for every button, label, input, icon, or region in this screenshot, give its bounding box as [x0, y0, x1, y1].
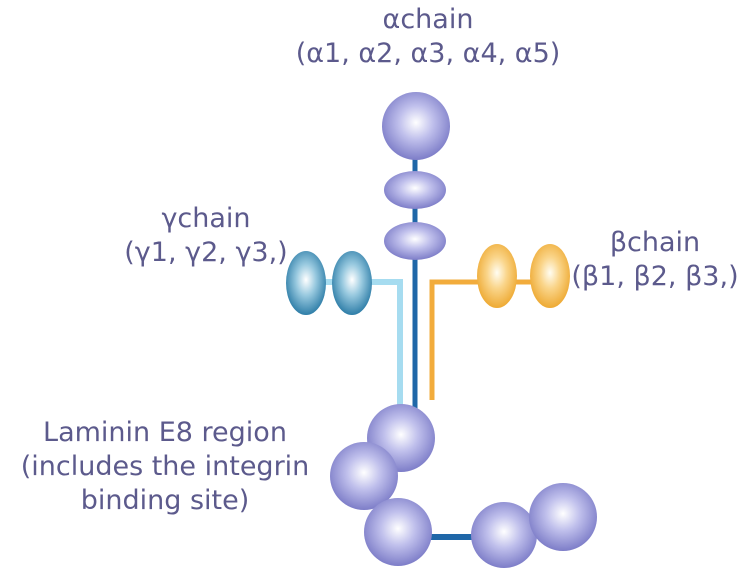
e8-region-label: Laminin E8 region (includes the integrin…: [0, 416, 330, 518]
gamma-chain-label: γchain (γ1, γ2, γ3,): [95, 202, 317, 270]
alpha-rod-domain-2: [384, 222, 446, 260]
beta-chain-label: βchain (β1, β2, β3,): [565, 226, 745, 294]
alpha-rod-domain-1: [384, 171, 446, 209]
alpha-globular-domain: [382, 92, 450, 160]
lg-domain-5: [529, 483, 597, 551]
lg-domain-2: [330, 442, 398, 510]
lg-domain-4: [471, 502, 537, 568]
gamma-chain-subtypes: (γ1, γ2, γ3,): [124, 237, 288, 268]
alpha-chain-subtypes: (α1, α2, α3, α4, α5): [295, 38, 561, 69]
alpha-chain-title: αchain: [382, 4, 474, 35]
beta-chain-subtypes: (β1, β2, β3,): [571, 261, 739, 292]
gamma-domain-1: [286, 251, 326, 315]
gamma-domain-2: [332, 251, 372, 315]
beta-domain-2: [530, 244, 570, 308]
gamma-chain-title: γchain: [161, 203, 251, 234]
alpha-chain-label: αchain (α1, α2, α3, α4, α5): [273, 3, 583, 71]
e8-region-note-2: binding site): [80, 485, 250, 516]
beta-chain-title: βchain: [609, 227, 701, 258]
e8-region-note-1: (includes the integrin: [20, 451, 310, 482]
beta-domain-1: [477, 244, 517, 308]
lg-domain-3: [364, 498, 432, 566]
e8-region-title: Laminin E8 region: [43, 417, 287, 448]
